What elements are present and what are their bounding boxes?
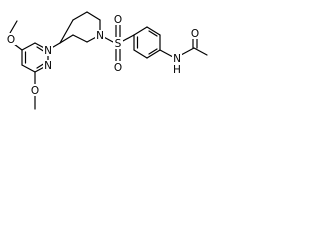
methoxy-oxygen-bottom-label: O — [31, 85, 39, 97]
carbonyl-oxygen-label: O — [191, 28, 199, 40]
sulfonyl-oxygen-bottom-label: O — [114, 62, 122, 74]
piperidine-ring — [59, 11, 101, 44]
amide-nitrogen-label: N — [173, 53, 181, 65]
pyrimidine-nitrogen-2-label: N — [44, 60, 52, 72]
sulfur-label: S — [115, 38, 122, 50]
chemical-structure-drawing: O O N N N S O O N H O — [6, 11, 208, 110]
methoxy-oxygen-top-label: O — [7, 34, 15, 46]
benzene-ring — [133, 26, 161, 59]
sulfonyl-oxygen-top-label: O — [114, 14, 122, 26]
acetamide-group — [159, 38, 208, 58]
atom-labels: O O N N N S O O N H O — [6, 13, 200, 97]
pyrimidine-nitrogen-1-label: N — [44, 45, 52, 57]
piperidine-nitrogen-label: N — [96, 30, 104, 42]
amide-hydrogen-label: H — [173, 64, 181, 76]
